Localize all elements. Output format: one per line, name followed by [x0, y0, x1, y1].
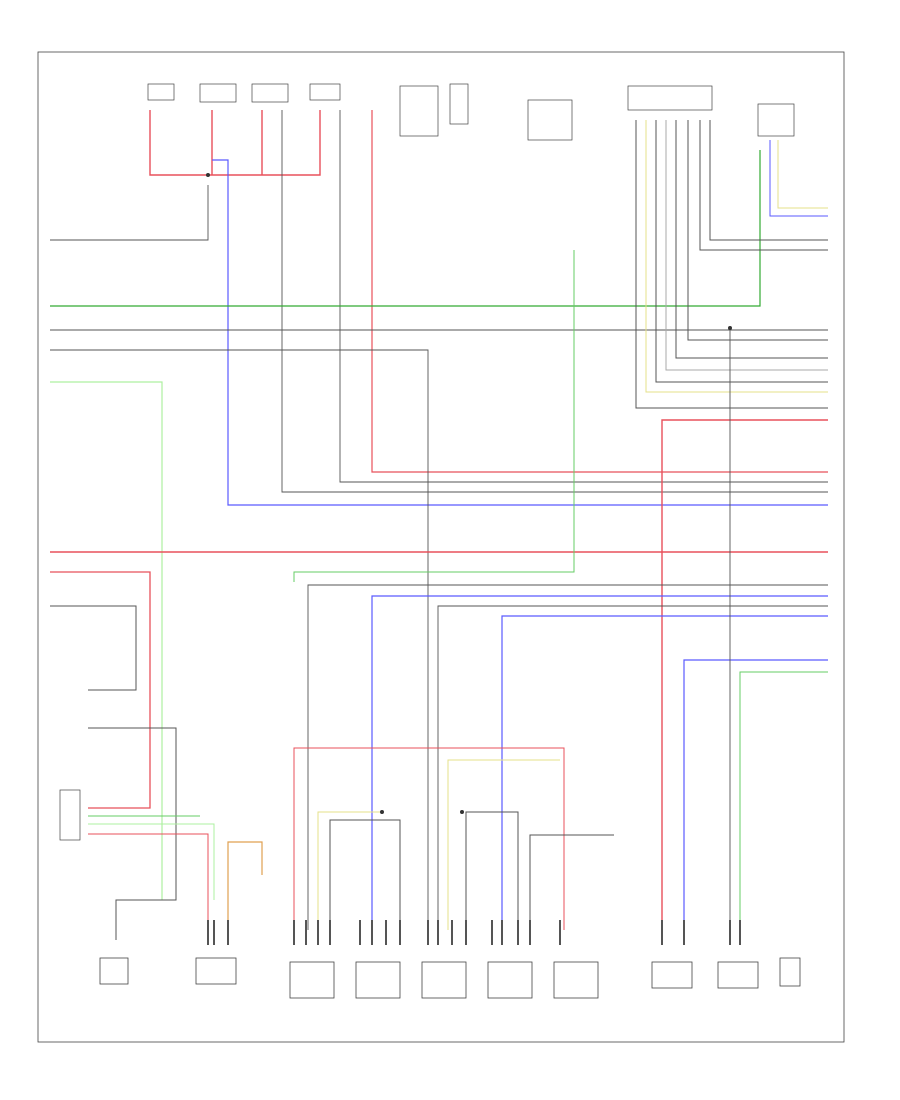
right-stack-wires [635, 120, 828, 409]
connector-far-right [757, 103, 795, 137]
module-3 [289, 961, 335, 999]
module-1 [99, 957, 129, 985]
connector-top-2 [199, 83, 237, 103]
module-7 [553, 961, 599, 999]
module-10 [779, 957, 801, 987]
light-green-wire [50, 381, 163, 900]
module-8 [651, 961, 693, 989]
dark-bus-2 [50, 349, 429, 930]
gray-wire-top-2 [339, 110, 828, 483]
red-bus-right [661, 419, 828, 940]
blue-wire-top [212, 159, 828, 506]
connector-top-5 [399, 85, 439, 137]
dark-wire-down [307, 584, 828, 930]
connector-top-4 [309, 83, 341, 101]
green-bus [50, 150, 761, 307]
module-5 [421, 961, 467, 999]
module-2 [195, 957, 237, 985]
connector-top-right [627, 85, 713, 111]
left-lower-wires [50, 605, 215, 940]
left-connector-block [59, 789, 81, 841]
gray-wire-top [281, 110, 828, 493]
module-9 [717, 961, 759, 989]
red-wire-left-low [50, 571, 151, 809]
lower-modules [99, 957, 801, 999]
splice-dots [206, 173, 732, 814]
red-wires-top-left [149, 110, 321, 176]
blue-wires-lower [371, 595, 828, 940]
dark-wire-left [50, 185, 209, 241]
diagram-frame [37, 51, 845, 1043]
lower-module-wires [293, 747, 614, 930]
dark-wire-down-2 [437, 605, 828, 930]
top-connectors [147, 83, 795, 141]
green-wire-right [739, 671, 828, 930]
lower-pin-stubs [207, 920, 741, 945]
module-4 [355, 961, 401, 999]
connector-top-1 [147, 83, 175, 101]
module-6 [487, 961, 533, 999]
connector-top-6 [449, 83, 469, 125]
orange-wire [227, 841, 263, 930]
red-wire-mid [371, 110, 828, 473]
light-green-bus [293, 250, 575, 582]
connector-top-3 [251, 83, 289, 103]
switch-box-top [527, 99, 573, 141]
